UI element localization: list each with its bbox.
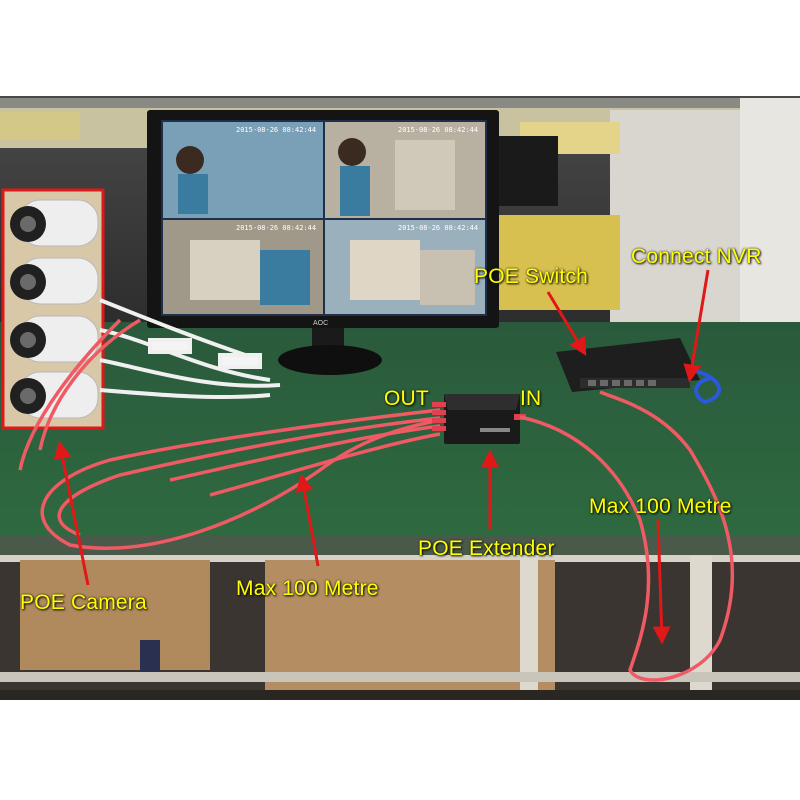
label-max-100-left: Max 100 Metre [236, 577, 379, 600]
timestamp-tile-1: 2015-08-26 08:42:44 [236, 126, 316, 134]
timestamp-tile-4: 2015-08-26 08:42:44 [398, 224, 478, 232]
poe-extender [432, 394, 526, 444]
poe-switch [556, 338, 700, 392]
label-poe-camera: POE Camera [20, 591, 147, 614]
label-connect-nvr: Connect NVR [631, 245, 762, 268]
camera-cables [18, 318, 441, 550]
annotation-arrows [53, 269, 710, 645]
photo-area: 2015-08-26 08:42:44 2015-08-26 08:42:44 … [0, 96, 800, 700]
label-max-100-right: Max 100 Metre [589, 495, 732, 518]
timestamp-tile-2: 2015-08-26 08:42:44 [398, 126, 478, 134]
uplink-cable [519, 390, 735, 682]
label-poe-switch: POE Switch [474, 265, 589, 288]
nvr-cable [689, 368, 721, 405]
label-poe-extender: POE Extender [418, 537, 555, 560]
label-out: OUT [384, 387, 429, 410]
camera-highlight-box [1, 188, 105, 430]
poe-cameras [2, 190, 104, 428]
label-in: IN [520, 387, 542, 410]
timestamp-tile-3: 2015-08-26 08:42:44 [236, 224, 316, 232]
monitor-brand: AOC [313, 320, 328, 327]
white-cable-bundle [99, 298, 281, 400]
monitor: 2015-08-26 08:42:44 2015-08-26 08:42:44 … [147, 110, 499, 375]
